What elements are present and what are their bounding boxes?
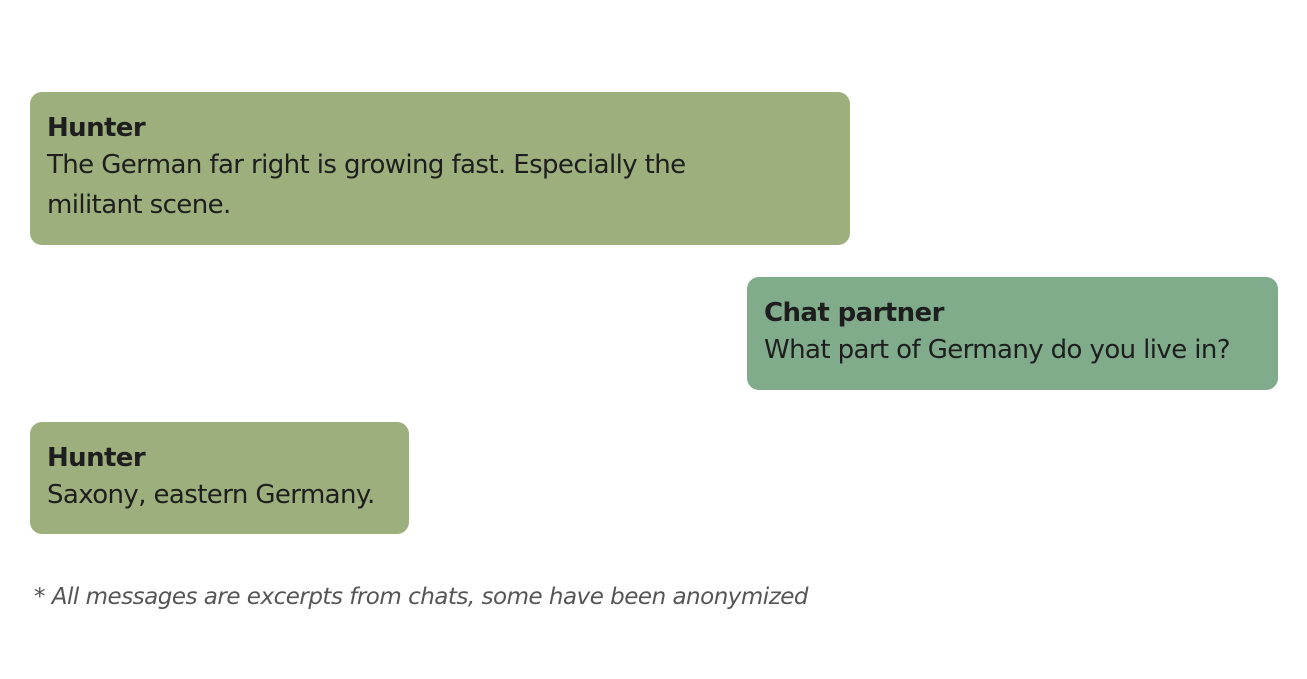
message-bubble-hunter: Hunter Saxony, eastern Germany. [30,422,409,534]
footnote: * All messages are excerpts from chats, … [34,584,809,610]
sender-name: Hunter [47,443,146,473]
message-text: The German far right is growing fast. Es… [47,150,686,220]
message-bubble-chat-partner: Chat partner What part of Germany do you… [747,277,1278,390]
message-text: What part of Germany do you live in? [764,335,1231,365]
sender-name: Chat partner [764,298,944,328]
sender-name: Hunter [47,113,146,143]
message-text: Saxony, eastern Germany. [47,480,375,510]
message-bubble-hunter: Hunter The German far right is growing f… [30,92,850,245]
